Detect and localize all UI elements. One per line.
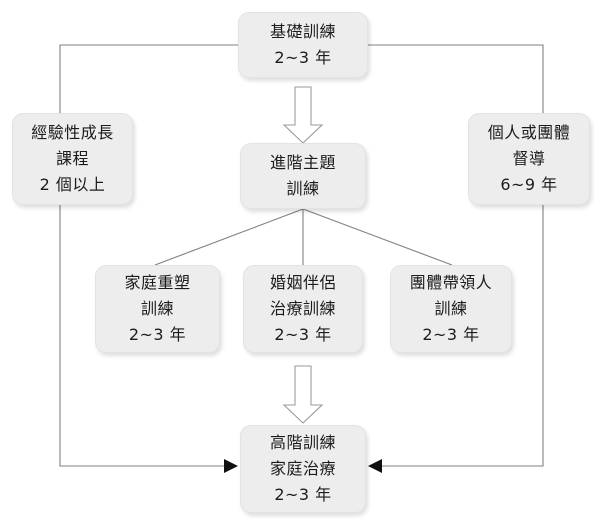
node-individual-or-group-supervision-line-2: 督導	[512, 149, 546, 169]
connector-experience-to-highlevel	[59, 205, 226, 467]
node-marriage-couple-therapy-training-line-2: 治療訓練	[269, 299, 336, 319]
node-family-reconstruction-training[interactable]: 家庭重塑 訓練 2~3 年	[95, 265, 220, 353]
node-advanced-family-therapy-training[interactable]: 高階訓練 家庭治療 2~3 年	[240, 425, 366, 513]
node-marriage-couple-therapy-training-line-3: 2~3 年	[274, 324, 332, 344]
node-experiential-growth-course-line-2: 課程	[55, 149, 89, 169]
node-marriage-couple-therapy-training-line-1: 婚姻伴侶	[269, 273, 336, 293]
node-advanced-family-therapy-training-line-1: 高階訓練	[269, 433, 336, 453]
node-individual-or-group-supervision-line-1: 個人或團體	[487, 123, 571, 143]
node-group-leader-training[interactable]: 團體帶領人 訓練 2~3 年	[390, 265, 512, 353]
node-advanced-topic-training[interactable]: 進階主題 訓練	[240, 143, 366, 209]
node-advanced-topic-training-line-1: 進階主題	[269, 153, 336, 173]
node-advanced-family-therapy-training-line-3: 2~3 年	[274, 484, 332, 504]
connector-advanced-to-family	[154, 208, 304, 266]
node-family-reconstruction-training-line-2: 訓練	[140, 299, 174, 319]
arrowhead-into-highlevel-left	[224, 459, 238, 473]
node-group-leader-training-line-1: 團體帶領人	[409, 273, 493, 293]
block-arrow-basic-to-advanced	[282, 86, 324, 144]
node-experiential-growth-course[interactable]: 經驗性成長 課程 2 個以上	[12, 113, 133, 205]
node-experiential-growth-course-line-3: 2 個以上	[39, 174, 106, 194]
connector-basic-to-supervise	[368, 44, 544, 113]
node-basic-training[interactable]: 基礎訓練 2~3 年	[238, 12, 368, 78]
node-family-reconstruction-training-line-3: 2~3 年	[128, 324, 187, 344]
arrowhead-into-highlevel-right	[368, 459, 382, 473]
node-family-reconstruction-training-line-1: 家庭重塑	[124, 273, 191, 293]
node-group-leader-training-line-3: 2~3 年	[422, 324, 480, 344]
node-basic-training-line-1: 基礎訓練	[269, 22, 336, 42]
connector-basic-to-experience	[59, 44, 238, 113]
node-basic-training-line-2: 2~3 年	[274, 48, 332, 67]
node-individual-or-group-supervision[interactable]: 個人或團體 督導 6~9 年	[468, 113, 590, 205]
node-individual-or-group-supervision-line-3: 6~9 年	[500, 174, 558, 194]
node-advanced-family-therapy-training-line-2: 家庭治療	[269, 459, 336, 479]
node-advanced-topic-training-line-2: 訓練	[286, 179, 320, 198]
node-group-leader-training-line-2: 訓練	[434, 299, 468, 319]
node-marriage-couple-therapy-training[interactable]: 婚姻伴侶 治療訓練 2~3 年	[243, 265, 363, 353]
node-experiential-growth-course-line-1: 經驗性成長	[31, 123, 114, 143]
block-arrow-couple-to-highlevel	[282, 365, 324, 424]
connector-supervise-to-highlevel	[380, 205, 544, 467]
connector-advanced-to-group	[302, 208, 453, 266]
